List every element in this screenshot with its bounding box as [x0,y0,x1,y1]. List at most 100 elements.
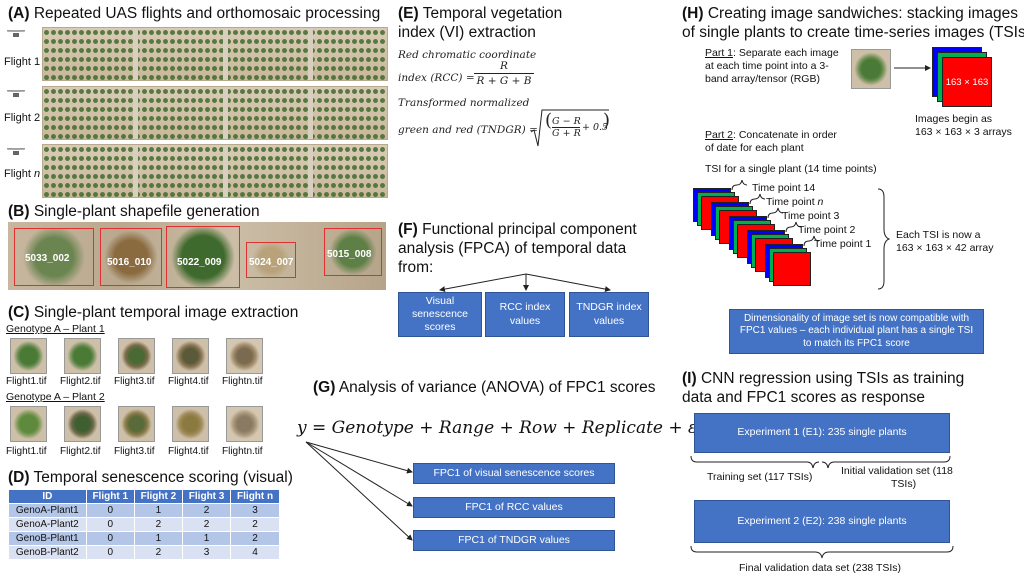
plant-image [10,338,47,374]
tsi-stack [693,188,813,286]
table-cell: 1 [181,531,232,546]
final-validation-label: Final validation data set (238 TSIs) [739,562,902,574]
plot-label: 5016_010 [107,257,152,268]
panel-d-title: (D) Temporal senescence scoring (visual) [8,469,293,486]
box-visual-scores: Visual senescence scores [398,292,482,337]
band-red: 163 × 163 [942,57,992,107]
rcc-label: Red chromatic coordinate [398,49,537,61]
table-cell: 0 [85,517,135,532]
plot-box: 5016_010 [100,228,162,286]
panel-f-title-2: analysis (FPCA) of temporal data [398,240,627,257]
flight-label: Flight 2 [4,112,41,124]
file-label: Flight2.tif [60,446,101,457]
panel-f-title: (F) Functional principal component [398,221,637,238]
column-header: ID [8,489,87,504]
panel-f-title-3: from: [398,259,434,276]
table-cell: 0 [85,531,135,546]
panel-i-title: (I) CNN regression using TSIs as trainin… [682,370,965,387]
box-fpc1-visual: FPC1 of visual senescence scores [413,463,615,484]
shapefile-image: 5033_002 5016_010 5022_009 5024_007 5015… [8,222,386,290]
panel-g-title: (G) Analysis of variance (ANOVA) of FPC1… [313,379,656,396]
plant-image [172,406,209,442]
panel-i-title-2: data and FPC1 scores as response [682,389,925,406]
box-fpc1-rcc: FPC1 of RCC values [413,497,615,518]
plant-image [118,406,155,442]
experiment-2-box: Experiment 2 (E2): 238 single plants [694,500,950,543]
time-point-label: Time point n [766,196,824,208]
plant-image [118,338,155,374]
tndgr-numerator: G − R [552,116,581,128]
time-point-label: Time point 2 [798,224,856,236]
part1-text: Part 1: Separate each image [705,47,839,59]
group-label: Genotype A – Plant 1 [6,323,105,335]
plot-box: 5022_009 [166,226,240,288]
flight-label: Flight n [4,168,41,180]
tndgr-label-2: green and red (TNDGR) = [398,124,538,136]
senescence-table: ID Flight 1 Flight 2 Flight 3 Flight n G… [8,489,280,560]
file-label: Flight3.tif [114,446,155,457]
column-header: Flight 3 [181,489,232,504]
images-begin-text-2: 163 × 163 × 3 arrays [915,126,1012,138]
tndgr-denominator: G + R [552,128,581,139]
paren-right: ) [603,110,611,131]
table-cell: GenoB-Plant1 [8,531,87,546]
each-tsi-text: Each TSI is now a [896,229,981,241]
part1-text-3: band array/tensor (RGB) [705,73,820,85]
time-point-label: Time point 14 [752,182,816,194]
table-cell: 2 [181,503,232,518]
plant-image [226,406,263,442]
plant-image [10,406,47,442]
paren-left: ( [545,110,553,131]
plot-label: 5015_008 [327,249,372,260]
column-header: Flight 1 [85,489,135,504]
panel-e-title-2: index (VI) extraction [398,24,536,41]
tndgr-formula: ( G − R G + R + 0.5 ) [530,108,610,148]
box-fpc1-tndgr: FPC1 of TNDGR values [413,530,615,551]
anova-equation: y = Genotype + Range + Row + Replicate +… [297,418,698,438]
tndgr-plus: + 0.5 [582,122,609,133]
table-cell: 0 [85,545,135,560]
experiment-1-brace [690,455,951,469]
table-cell: 3 [181,545,232,560]
plot-box: 5015_008 [324,228,382,276]
part1-arrow [894,65,931,71]
rcc-denominator: R + G + B [476,75,532,87]
drone-icon [6,88,26,107]
time-point-label: Time point 1 [814,238,872,250]
file-label: Flight4.tif [168,376,209,387]
table-cell: 1 [133,531,184,546]
table-cell: 0 [85,503,135,518]
file-label: Flight3.tif [114,376,155,387]
table-cell: 2 [133,545,184,560]
initial-validation-label: Initial validation set (118 [841,465,953,477]
anova-arrows [305,441,413,541]
table-cell: GenoA-Plant1 [8,503,87,518]
file-label: Flight1.tif [6,446,47,457]
orthomosaic-strip [42,86,388,140]
table-cell: 2 [133,517,184,532]
table-cell: GenoB-Plant2 [8,545,87,560]
time-point-braces [731,180,820,247]
table-cell: 4 [230,545,280,560]
single-plant-image [851,49,891,89]
plot-label: 5033_002 [25,253,70,264]
table-cell: 2 [230,531,280,546]
table-header-row: ID Flight 1 Flight 2 Flight 3 Flight n [8,489,280,504]
drone-icon [6,28,42,47]
time-point-label: Time point 3 [782,210,840,222]
box-tndgr-values: TNDGR index values [569,292,649,337]
images-begin-text: Images begin as [915,113,993,125]
table-cell: GenoA-Plant2 [8,517,87,532]
orthomosaic-strip [42,144,388,198]
panel-e-title: (E) Temporal vegetation [398,5,563,22]
table-cell: 1 [133,503,184,518]
tndgr-fraction: G − R G + R [552,116,581,139]
file-label: Flightn.tif [222,446,263,457]
flight-label: Flight 1 [4,56,41,68]
rcc-numerator: R [474,60,534,74]
drone-icon [6,146,26,165]
column-header: Flight 2 [133,489,184,504]
